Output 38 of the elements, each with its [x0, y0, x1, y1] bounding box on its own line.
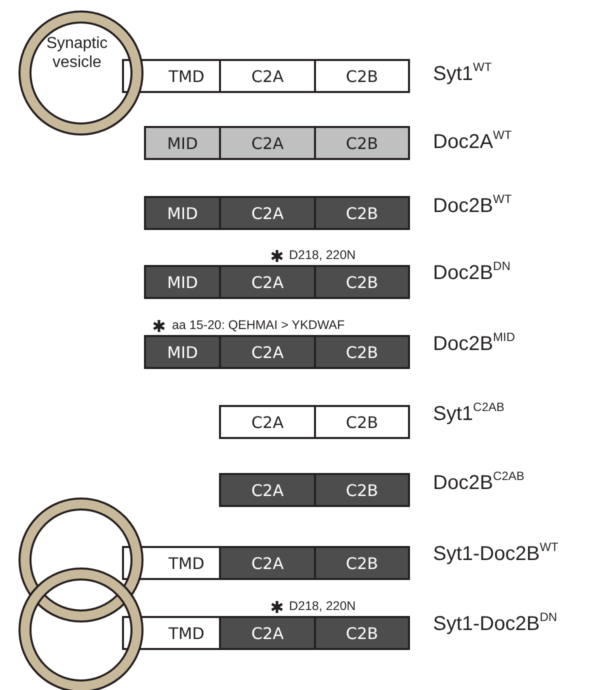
- domain-box: MID: [144, 265, 221, 299]
- domain-box: C2A: [219, 126, 316, 160]
- mutation-note: D218, 220N: [289, 599, 356, 613]
- construct-name: Syt1-Doc2B$^{DN}$: [433, 610, 558, 636]
- domain-box: C2B: [314, 196, 410, 230]
- vesicle-circle: [18, 497, 144, 623]
- construct-name: Doc2B$^{DN}$: [433, 259, 510, 285]
- construct-name: Doc2B$^{C2AB}$: [433, 469, 524, 495]
- domain-box: C2A: [219, 473, 316, 507]
- domain-box: C2B: [314, 335, 410, 369]
- vesicle-circle: [18, 567, 144, 690]
- vesicle-label: Synaptic vesicle: [45, 34, 109, 72]
- domain-box: C2A: [219, 265, 316, 299]
- mutation-note: aa 15-20: QEHMAI > YKDWAF: [172, 318, 345, 332]
- domain-box: MID: [144, 126, 221, 160]
- construct-name: Doc2B$^{WT}$: [433, 192, 512, 218]
- construct-name: Syt1-Doc2B$^{WT}$: [433, 540, 558, 566]
- vesicle-circle: [18, 10, 144, 136]
- domain-box: C2A: [219, 405, 316, 439]
- domain-box: C2A: [219, 335, 316, 369]
- construct-name: Syt1$^{WT}$: [433, 60, 492, 86]
- construct-name: Doc2B$^{MID}$: [433, 330, 516, 356]
- domain-box: C2B: [314, 473, 410, 507]
- domain-box: C2A: [219, 616, 316, 650]
- domain-box: C2B: [314, 59, 410, 93]
- construct-name: Doc2A$^{WT}$: [433, 128, 512, 154]
- domain-box: C2B: [314, 616, 410, 650]
- domain-box: C2B: [314, 126, 410, 160]
- domain-box: C2B: [314, 405, 410, 439]
- domain-box: MID: [144, 196, 221, 230]
- domain-box: C2B: [314, 546, 410, 580]
- construct-name: Syt1$^{C2AB}$: [433, 400, 504, 426]
- mutation-note: D218, 220N: [289, 248, 356, 262]
- domain-box: C2A: [219, 196, 316, 230]
- domain-box: C2A: [219, 546, 316, 580]
- domain-box: C2B: [314, 265, 410, 299]
- domain-box: C2A: [219, 59, 316, 93]
- domain-box: MID: [144, 335, 221, 369]
